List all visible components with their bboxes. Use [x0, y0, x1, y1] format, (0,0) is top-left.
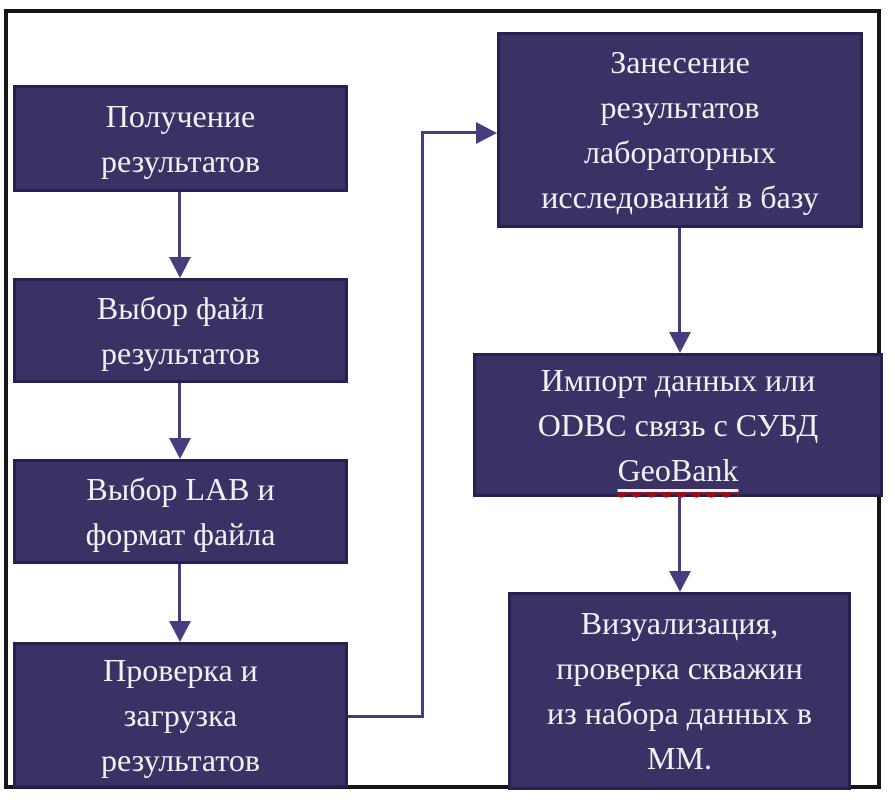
step-import-or-odbc-geobank: Импорт данных или ODBC связь с СУБД GeoB…	[473, 353, 883, 497]
step-label: Импорт данных или ODBC связь с СУБД GeoB…	[538, 358, 819, 493]
arrow-stem-import-to-visualize	[678, 497, 681, 572]
step-label-text: Импорт данных или ODBC связь с СУБД	[537, 361, 819, 443]
arrowhead-down-icon	[169, 438, 191, 459]
step-label: Получение результатов	[101, 97, 260, 179]
arrowhead-right-icon	[476, 122, 497, 144]
arrowhead-down-icon	[169, 621, 191, 642]
step-get-results: Получение результатов	[13, 85, 348, 192]
step-label: Занесение результатов лабораторных иссле…	[541, 44, 819, 215]
spellcheck-underline: GeoBank	[618, 452, 739, 488]
arrow-stem-select-lab-to-check-load	[178, 564, 181, 622]
geobank-word: GeoBank	[617, 451, 739, 488]
step-enter-results-into-database: Занесение результатов лабораторных иссле…	[497, 32, 863, 228]
connector-horizontal-from-check-load	[348, 715, 422, 718]
arrow-stem-enter-db-to-import	[678, 228, 681, 333]
step-label: Визуализация, проверка скважин из набора…	[547, 605, 812, 776]
arrowhead-down-icon	[669, 332, 691, 353]
step-visualize-check-wells: Визуализация, проверка скважин из набора…	[508, 592, 851, 790]
arrowhead-down-icon	[669, 571, 691, 592]
step-label: Выбор файл результатов	[96, 289, 265, 371]
step-label: Проверка и загрузка результатов	[101, 651, 260, 778]
arrow-stem-select-file-to-select-lab	[178, 383, 181, 439]
arrowhead-down-icon	[169, 257, 191, 278]
connector-vertical-riser	[421, 131, 424, 718]
step-select-lab-and-format: Выбор LAB и формат файла	[13, 459, 348, 564]
step-check-and-load-results: Проверка и загрузка результатов	[13, 642, 348, 788]
arrow-stem-get-results-to-select-file	[178, 192, 181, 258]
connector-horizontal-to-enter-db	[424, 131, 478, 134]
step-label: Выбор LAB и формат файла	[85, 470, 276, 552]
step-select-results-file: Выбор файл результатов	[13, 278, 348, 383]
